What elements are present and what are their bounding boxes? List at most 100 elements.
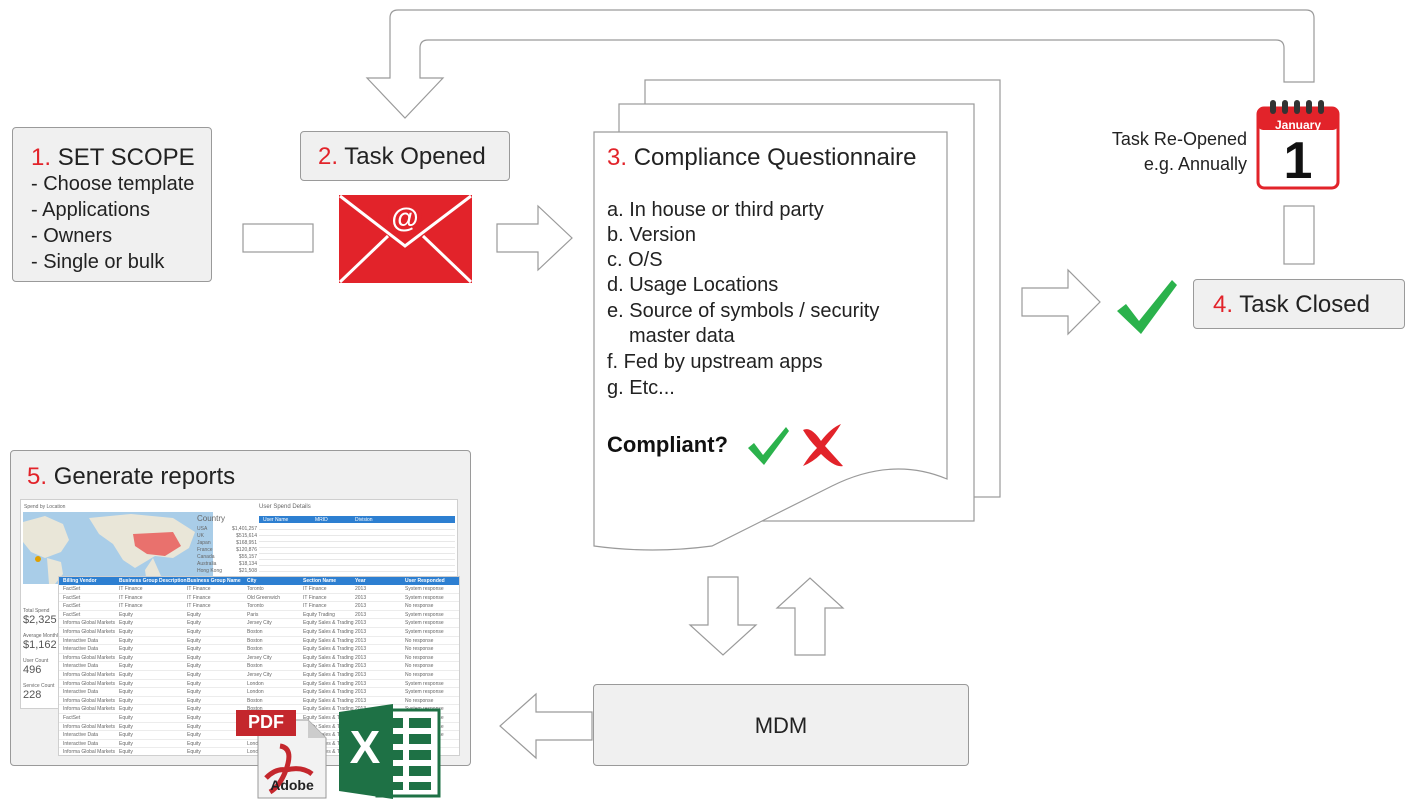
details-header: MRID [315, 517, 328, 523]
metric-value: $1,162 [23, 639, 57, 651]
compliant-label: Compliant? [607, 432, 728, 457]
metric-label: User Count [23, 658, 49, 664]
metric-label: Average Monthly S [23, 633, 66, 639]
table-cell: Jersey City [247, 671, 272, 678]
country-value: $21,508 [238, 568, 257, 574]
table-cell: 2013 [355, 671, 367, 678]
table-cell: Informa Global Markets [63, 680, 115, 687]
step3-title-text: Compliance Questionnaire [633, 144, 917, 171]
table-cell: Toronto [247, 586, 264, 592]
table-cell: Equity Sales & Trading [303, 689, 354, 696]
table-cell: IT Finance [187, 594, 211, 601]
table-cell: FactSet [63, 714, 81, 721]
step1-number: 1. [31, 144, 52, 171]
question-item: f. Fed by upstream apps [607, 351, 823, 373]
arrow-left [499, 692, 593, 760]
table-cell: 2013 [355, 646, 367, 653]
table-cell: Equity Sales & Trading [303, 646, 354, 653]
table-cell: London [247, 689, 264, 696]
country-value: $55,157 [238, 554, 257, 560]
table-cell: Interactive Data [63, 732, 99, 739]
table-cell: IT Finance [119, 586, 143, 592]
table-cell: Equity [119, 732, 133, 739]
table-cell: No response [405, 637, 434, 644]
step1-item: - Single or bulk [31, 251, 165, 273]
table-cell: Old Greenwich [247, 594, 281, 601]
table-cell: Equity Sales & Trading [303, 620, 354, 627]
step5-title: 5. Generate reports [27, 463, 235, 491]
table-cell: Equity [119, 654, 133, 661]
table-cell: IT Finance [187, 586, 211, 592]
table-cell: Equity [119, 706, 133, 713]
step2-box: 2. Task Opened [300, 131, 510, 181]
step1-title: 1. SET SCOPE [31, 144, 195, 172]
step4-title-text: Task Closed [1239, 291, 1370, 318]
arrow-up [775, 577, 845, 656]
table-cell: Equity [119, 749, 133, 756]
table-cell: Interactive Data [63, 637, 99, 644]
table-cell: Equity [187, 654, 201, 661]
metric-label: Service Count [23, 683, 55, 689]
table-cell: Interactive Data [63, 689, 99, 696]
country-value: $168,951 [236, 540, 257, 546]
table-cell: Informa Global Markets [63, 620, 115, 627]
table-cell: Boston [247, 697, 263, 704]
table-cell: Paris [247, 611, 259, 618]
reopen-line2: e.g. Annually [1143, 154, 1247, 174]
table-cell: Equity Sales & Trading [303, 637, 354, 644]
report-table-header-cell: Section Name [303, 578, 337, 584]
table-cell: Equity [187, 723, 201, 730]
table-cell: IT Finance [303, 586, 327, 592]
calendar-icon [1256, 100, 1340, 190]
country-value: $120,876 [236, 547, 257, 553]
table-cell: 2013 [355, 654, 367, 661]
metric-value: 496 [23, 664, 42, 676]
table-cell: System response [405, 628, 444, 635]
table-cell: Equity [119, 723, 133, 730]
table-cell: FactSet [63, 594, 81, 601]
table-cell: No response [405, 697, 434, 704]
table-cell: Informa Global Markets [63, 749, 115, 756]
excel-icon [339, 704, 441, 799]
metric: User Count 496 [23, 658, 48, 676]
table-cell: 2013 [355, 689, 367, 696]
table-cell: System response [405, 689, 444, 696]
metric: Average Monthly S $1,162 [23, 633, 65, 651]
table-cell: IT Finance [119, 594, 143, 601]
step2-number: 2. [318, 143, 339, 170]
table-cell: Boston [247, 628, 263, 635]
step2-title: 2. Task Opened [318, 143, 486, 171]
table-cell: Equity [119, 680, 133, 687]
details-rows [259, 524, 455, 572]
table-cell: FactSet [63, 586, 81, 592]
table-cell: System response [405, 611, 444, 618]
table-cell: No response [405, 671, 434, 678]
table-cell: Equity [187, 680, 201, 687]
country-value: $18,134 [238, 561, 257, 567]
step5-number: 5. [27, 463, 48, 490]
table-cell: 2013 [355, 663, 367, 670]
table-cell: Equity [187, 689, 201, 696]
table-cell: Equity [187, 671, 201, 678]
table-cell: Informa Global Markets [63, 628, 115, 635]
table-cell: Informa Global Markets [63, 671, 115, 678]
details-header-row: User Name MRID Division [259, 516, 455, 523]
table-cell: London [247, 740, 264, 747]
envelope-at-icon: @ [338, 194, 473, 284]
table-cell: Equity [119, 663, 133, 670]
step1-box: 1. SET SCOPE - Choose template - Applica… [12, 127, 212, 282]
table-cell: No response [405, 603, 434, 610]
table-cell: Equity Sales & Trading [303, 723, 354, 730]
metric-value: $2,325 [23, 614, 57, 626]
table-cell: London [247, 749, 264, 756]
table-cell: Informa Global Markets [63, 654, 115, 661]
table-cell: 2013 [355, 637, 367, 644]
country-values: $1,401,257 $515,614 $168,951 $120,876 $5… [227, 526, 257, 575]
country-value: $1,401,257 [231, 526, 257, 532]
step1-item: - Applications [31, 199, 150, 221]
